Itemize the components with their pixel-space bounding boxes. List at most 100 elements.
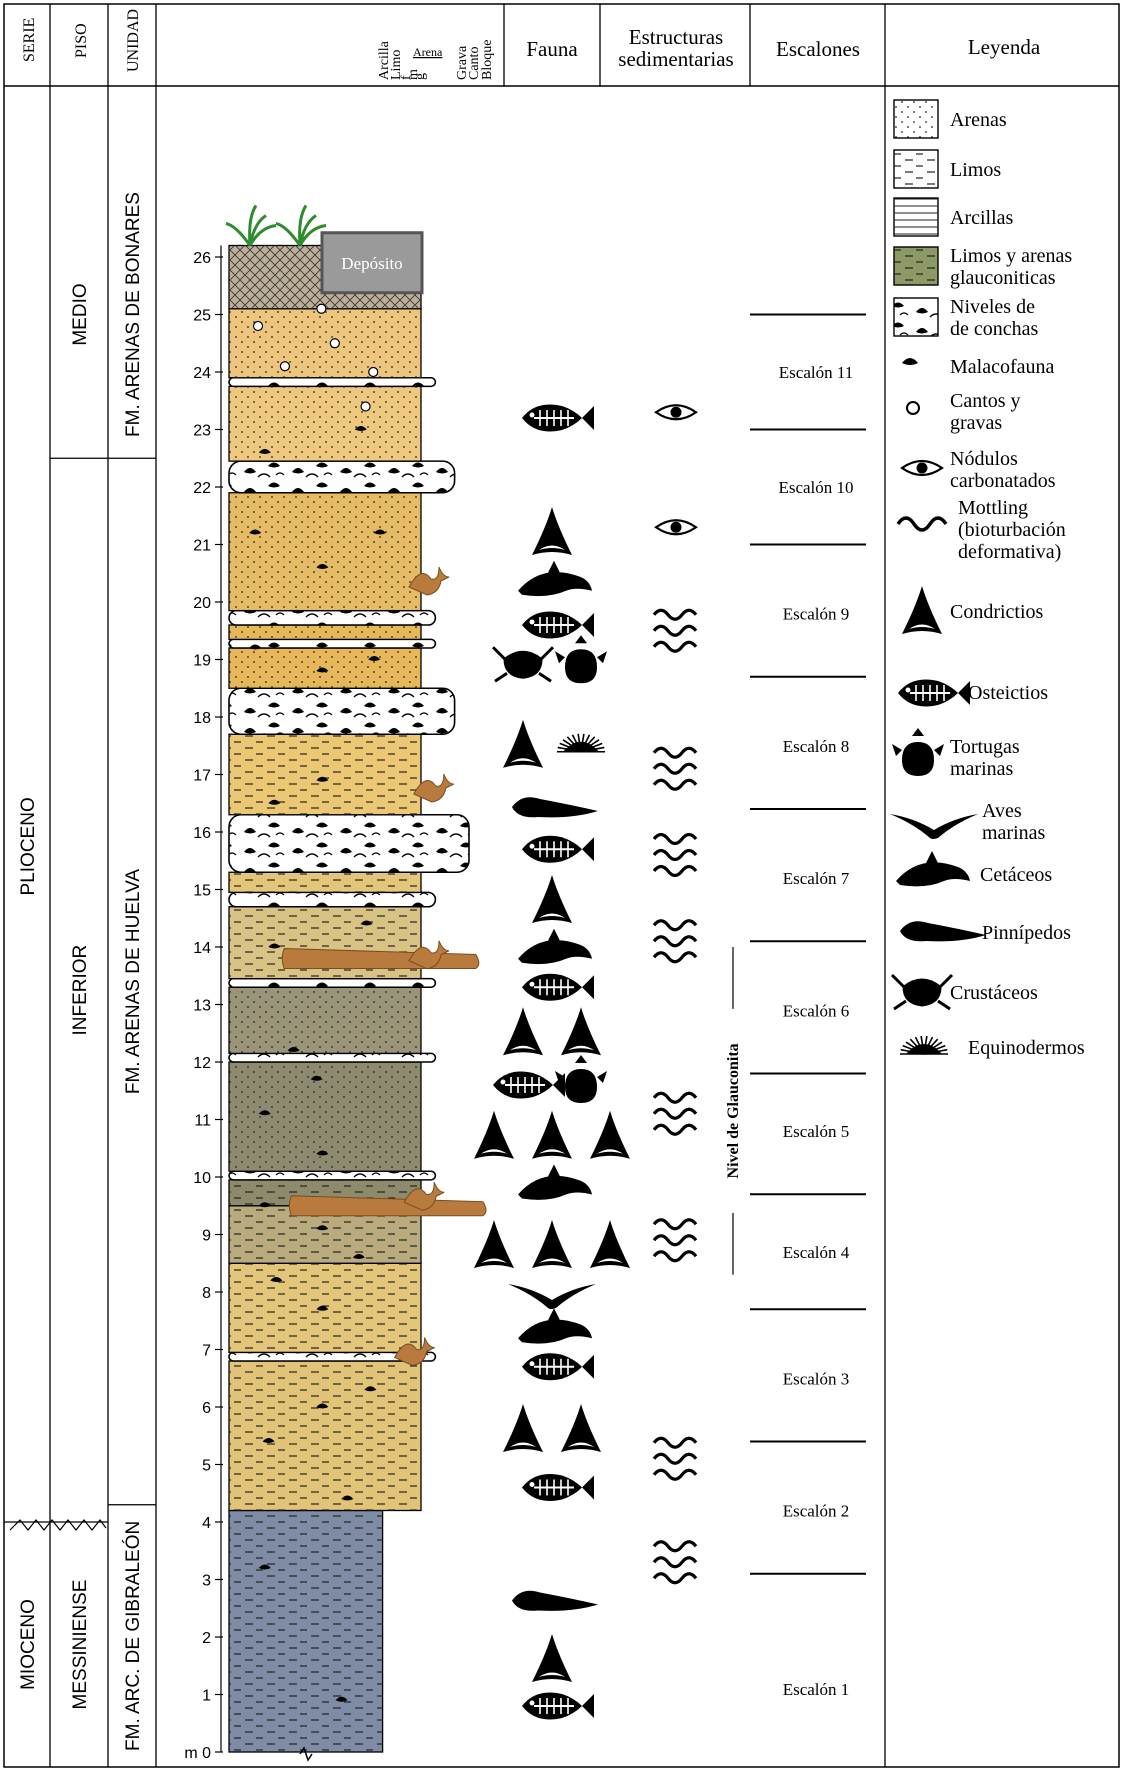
- legend-item-osteictios: Osteictios: [898, 680, 1048, 707]
- escalon-label: Escalón 11: [779, 363, 853, 382]
- mottling-icon: [654, 1093, 696, 1134]
- axis-tick-label: 2: [202, 1630, 211, 1647]
- malacofauna-icon: [902, 358, 918, 365]
- escalon-label: Escalón 8: [783, 737, 850, 756]
- escalon-label: Escalón 7: [783, 869, 850, 888]
- canto-mark: [280, 362, 289, 371]
- axis-tick-label: 24: [193, 365, 211, 382]
- lithology-column: Depósito: [226, 206, 486, 1761]
- fauna-column: [474, 405, 630, 1720]
- cetaceo-icon: [518, 1308, 592, 1343]
- legend-item-glauconiticas: Limos y arenasglauconiticas: [894, 245, 1072, 289]
- legend-label: Limos: [950, 159, 1001, 181]
- osteictio-icon: [522, 1474, 594, 1501]
- bed-conchas: [229, 378, 435, 387]
- legend-label: Cetáceos: [980, 864, 1052, 886]
- axis-tick-label: 19: [193, 653, 211, 670]
- deposit-label: Depósito: [341, 254, 402, 273]
- legend-item-equinodermos: Equinodermos: [900, 1036, 1085, 1059]
- ave-icon: [508, 1284, 596, 1309]
- tortuga-icon: [892, 728, 944, 776]
- structures-column: [654, 405, 696, 1583]
- axis-tick-label: 26: [193, 250, 211, 267]
- header-unidad: UNIDAD: [125, 9, 142, 72]
- crustaceo-icon: [892, 975, 952, 1009]
- condrictio-icon: [532, 1220, 572, 1268]
- canto-mark: [369, 368, 378, 377]
- header-leyenda: Leyenda: [968, 35, 1041, 59]
- osteictio-icon: [493, 1072, 565, 1099]
- legend-label: Niveles de: [950, 296, 1035, 318]
- pinnipedo-icon: [512, 1591, 598, 1611]
- legend-label: Arenas: [950, 109, 1007, 131]
- mottling-icon: [898, 518, 946, 530]
- legend-item-pinnipedos: Pinnípedos: [900, 921, 1071, 944]
- bed-conchas: [229, 688, 455, 734]
- osteictio-icon: [522, 405, 594, 432]
- crustaceo-icon: [493, 647, 553, 681]
- escalon-label: Escalón 5: [783, 1122, 850, 1141]
- unidades-label: FM. ARC. DE GIBRALEÓN: [122, 1521, 144, 1751]
- vegetation-icon: [276, 206, 326, 246]
- mottling-icon: [654, 835, 696, 876]
- axis-tick-label: 8: [202, 1285, 211, 1302]
- axis-tick-label: 13: [193, 998, 211, 1015]
- header-estructuras-2: sedimentarias: [618, 47, 733, 71]
- axis-tick-label: 9: [202, 1228, 211, 1245]
- axis-tick-label: 11: [194, 1113, 211, 1130]
- legend-label: carbonatados: [950, 470, 1056, 492]
- cetaceo-icon: [518, 561, 592, 596]
- osteictio-icon: [522, 1693, 594, 1720]
- condrictio-icon: [561, 1007, 601, 1055]
- legend-label: Tortugas: [950, 736, 1020, 758]
- series-label: PLIOCENO: [18, 797, 39, 895]
- canto-icon: [907, 402, 919, 414]
- axis-tick-label: 21: [193, 538, 211, 555]
- condrictio-icon: [503, 1007, 543, 1055]
- axis-tick-label: 12: [193, 1055, 211, 1072]
- depth-axis: m 01234567891011121314151617181920212223…: [184, 246, 223, 1763]
- bed-limo: [229, 734, 421, 815]
- bed-arena: [229, 648, 421, 688]
- legend-label: Limos y arenas: [950, 245, 1072, 267]
- bed-conchas: [229, 461, 455, 493]
- grain-scale-arena: Arena: [413, 45, 443, 59]
- legend-item-malacofauna: Malacofauna: [902, 356, 1055, 378]
- escalon-label: Escalón 3: [783, 1369, 850, 1388]
- legend-item-condrictios: Condrictios: [902, 586, 1044, 634]
- condrictio-icon: [503, 720, 543, 768]
- condrictio-icon: [474, 1111, 514, 1159]
- legend-item-arenas: Arenas: [894, 100, 1007, 138]
- legend-item-crustaceos: Crustáceos: [892, 975, 1038, 1009]
- pisos-label: INFERIOR: [70, 945, 91, 1036]
- mottling-icon: [654, 1542, 696, 1583]
- canto-mark: [254, 322, 263, 331]
- legend-item-limos: Limos: [894, 150, 1001, 188]
- condrictio-icon: [532, 507, 572, 555]
- ave-icon: [890, 814, 978, 839]
- bed-conchas: [229, 979, 435, 988]
- equinodermo-icon: [557, 734, 605, 752]
- axis-tick-label: m 0: [184, 1745, 211, 1762]
- legend-label: (bioturbación: [958, 519, 1066, 541]
- header-escalones: Escalones: [776, 37, 860, 61]
- axis-tick-label: 15: [193, 883, 211, 900]
- legend-item-arcillas: Arcillas: [894, 198, 1014, 236]
- nodulo-icon: [902, 461, 942, 475]
- glauconita-label: Nivel de Glauconita: [725, 1043, 742, 1178]
- axis-tick-label: 7: [202, 1343, 211, 1360]
- axis-tick-label: 4: [202, 1515, 211, 1532]
- bed-limo: [229, 1361, 421, 1511]
- burrow-trace: [289, 1196, 486, 1216]
- escalon-label: Escalón 2: [783, 1502, 850, 1521]
- bed-arena: [229, 493, 421, 611]
- legend-label: marinas: [982, 822, 1046, 844]
- mottling-icon: [654, 921, 696, 962]
- condrictio-icon: [902, 586, 942, 634]
- legend-label: Mottling: [958, 497, 1028, 519]
- bed-conchas: [229, 892, 435, 906]
- nodulo-icon: [656, 520, 696, 534]
